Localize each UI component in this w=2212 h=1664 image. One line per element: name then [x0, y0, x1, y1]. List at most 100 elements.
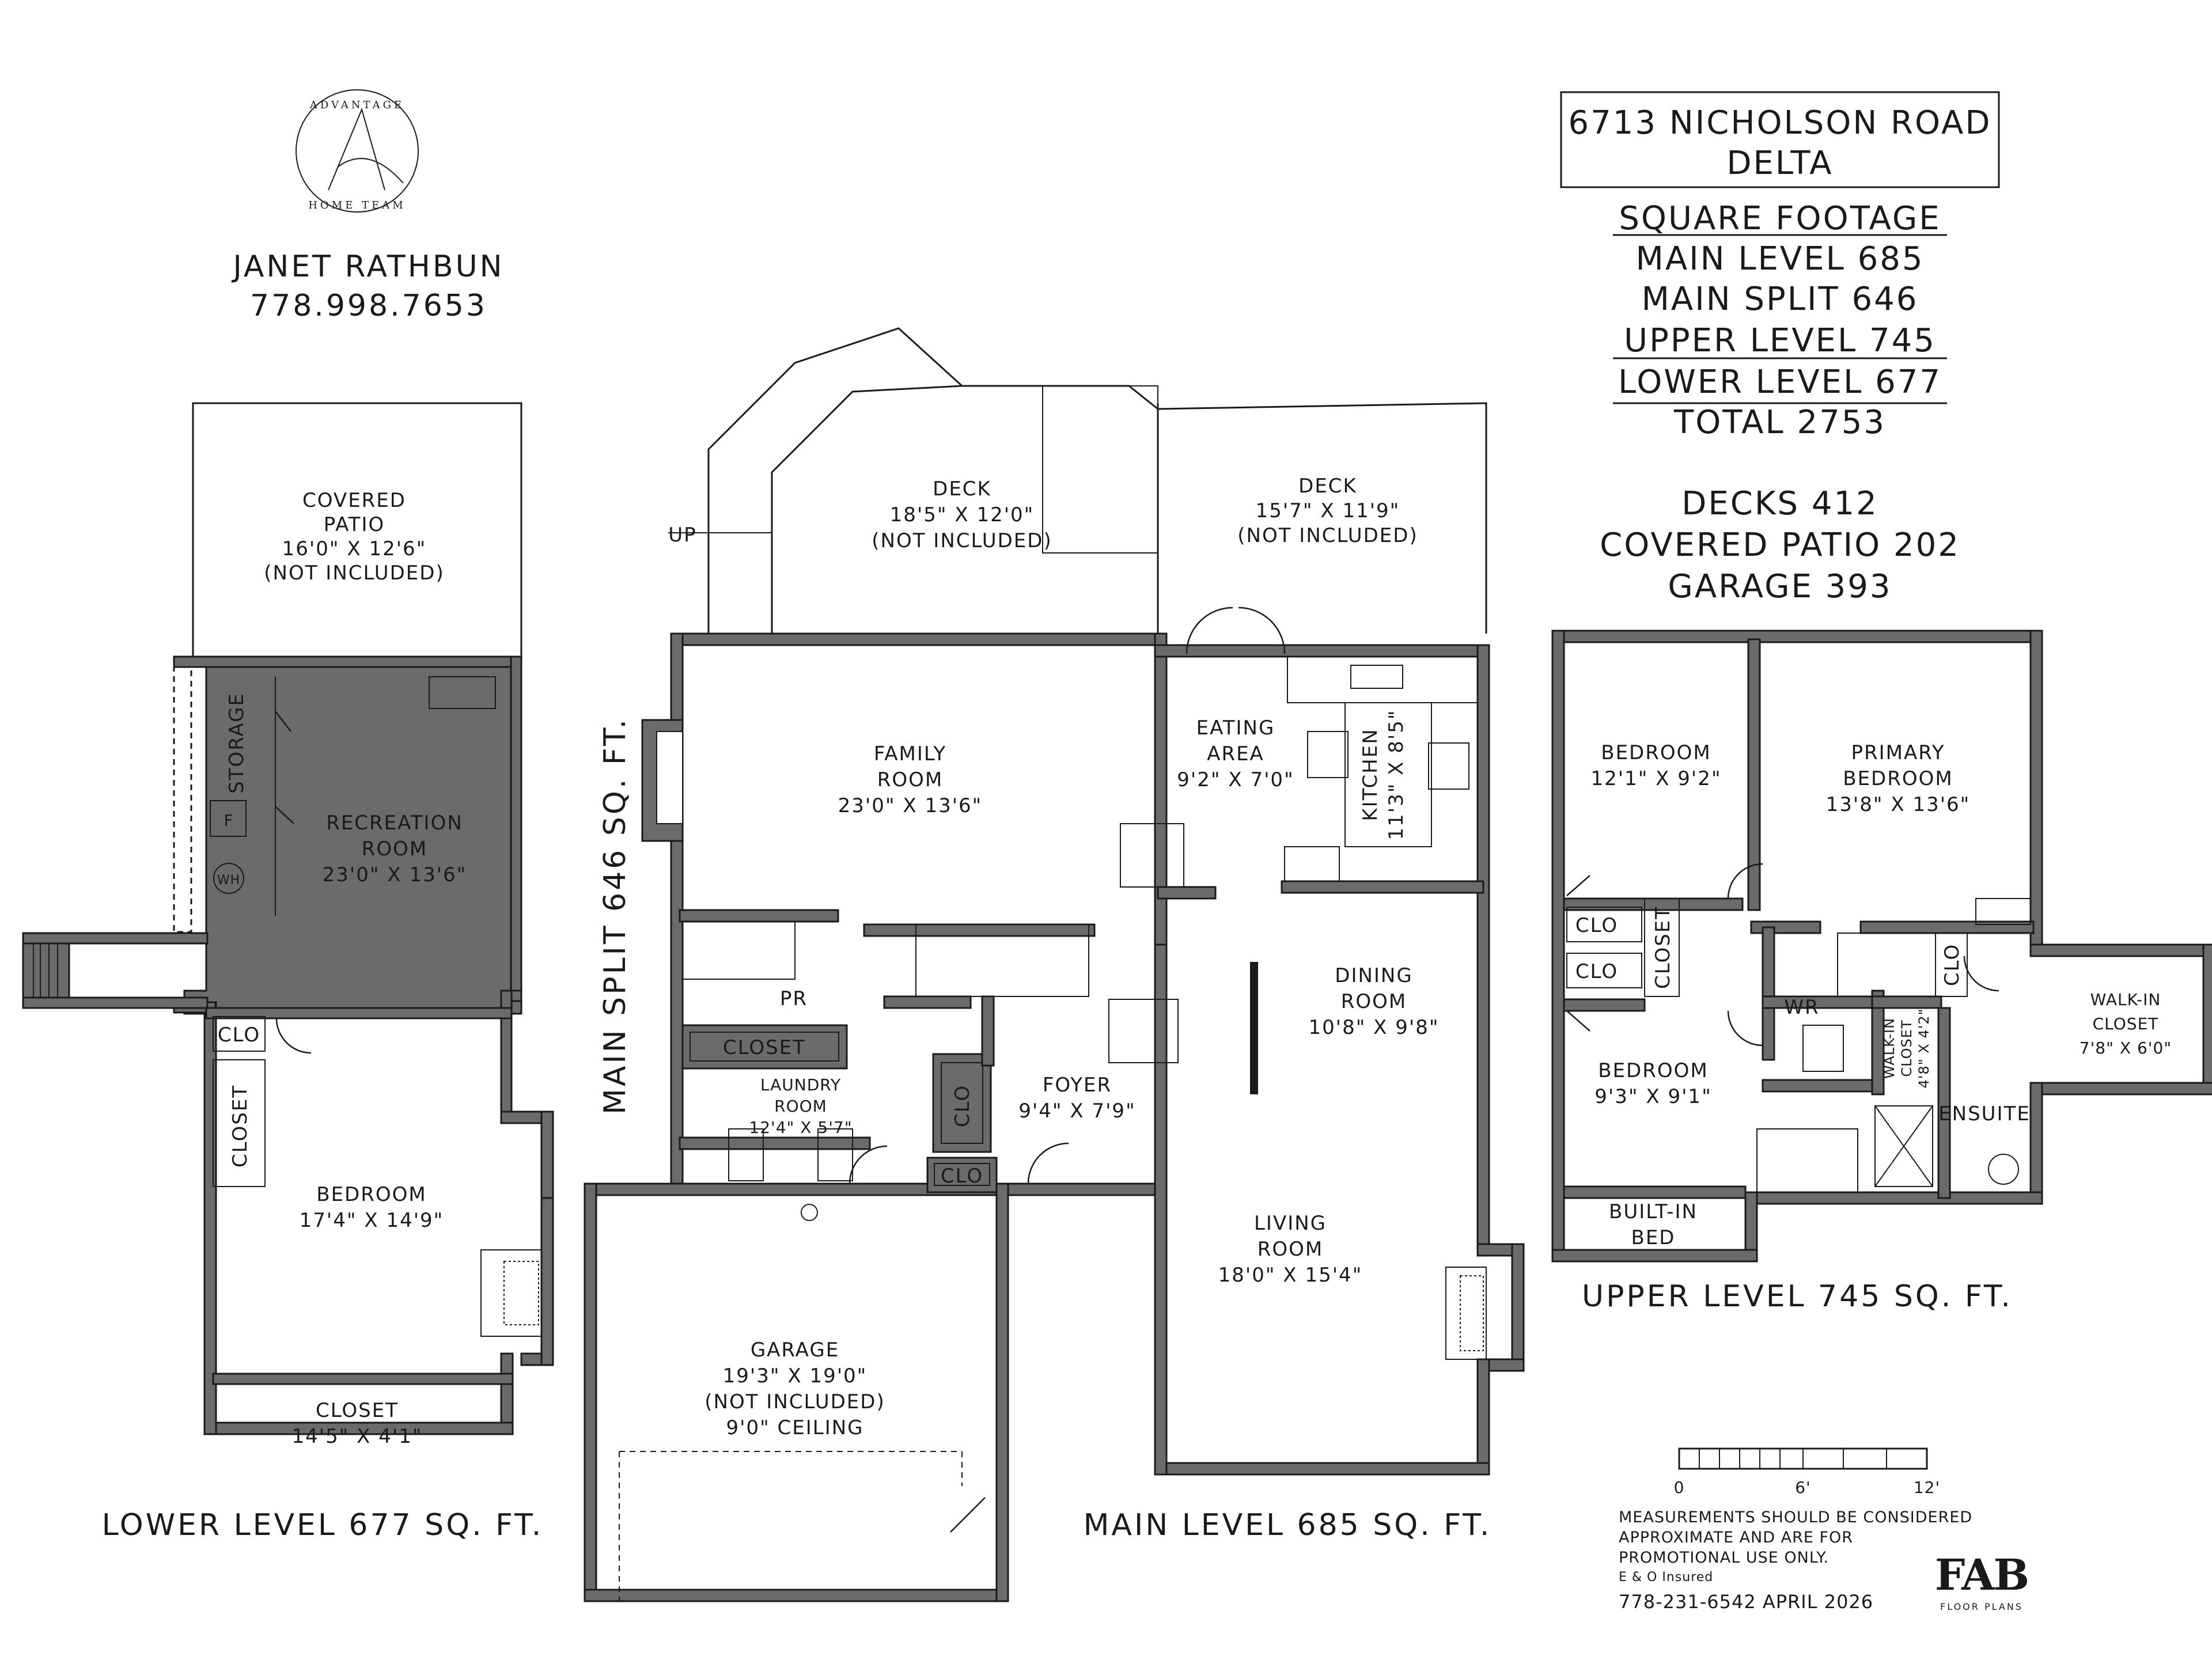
sqft-patio: COVERED PATIO 202: [1600, 526, 1960, 564]
lower-clo-label: CLO: [218, 1024, 260, 1047]
wr-label: WR: [1784, 996, 1819, 1019]
address-line1: 6713 NICHOLSON ROAD: [1569, 104, 1992, 142]
lower-patio-3: 16'0" X 12'6": [282, 537, 427, 560]
family-2: ROOM: [877, 768, 943, 791]
lower-bedroom-2: 17'4" X 14'9": [300, 1209, 444, 1232]
lower-patio-1: COVERED: [302, 489, 406, 512]
lower-patio-2: PATIO: [324, 513, 385, 536]
upper-bedroom1-1: BEDROOM: [1601, 741, 1711, 764]
deck-right-3: (NOT INCLUDED): [1237, 524, 1418, 547]
family-3: 23'0" X 13'6": [838, 794, 983, 817]
walkin-3: 7'8" X 6'0": [2080, 1038, 2172, 1057]
svg-text:FAB: FAB: [1935, 1551, 2028, 1600]
scale-0: 0: [1674, 1478, 1685, 1497]
scale-6: 6': [1795, 1478, 1811, 1497]
deck-left-1: DECK: [933, 477, 991, 501]
deck-left-3: (NOT INCLUDED): [872, 529, 1052, 552]
advantage-logo: ADVANTAGE HOME TEAM: [296, 89, 419, 213]
lower-closet-2: 14'5" X 4'1": [291, 1425, 422, 1448]
walkin-small-b: CLOSET: [1899, 1019, 1915, 1077]
laundry-3: 12'4" X 5'7": [749, 1118, 852, 1137]
eating-3: 9'2" X 7'0": [1177, 768, 1294, 791]
main-level-title: MAIN LEVEL 685 SQ. FT.: [1084, 1508, 1492, 1542]
foyer-clo-v-label: CLO: [951, 1085, 974, 1127]
foyer-1: FOYER: [1043, 1074, 1112, 1097]
walkin-small-c: 4'8" X 4'2": [1916, 1008, 1932, 1088]
upper-clo1-label: CLO: [1575, 914, 1618, 937]
garage-3: (NOT INCLUDED): [704, 1390, 885, 1413]
lower-level-plan: [22, 402, 554, 1435]
living-3: 18'0" X 15'4": [1218, 1264, 1363, 1287]
walkin-1: WALK-IN: [2090, 990, 2161, 1009]
agent-name: JANET RATHBUN: [231, 249, 504, 284]
scale-bar: [1678, 1447, 1928, 1470]
lower-bedroom-1: BEDROOM: [316, 1183, 426, 1206]
upper-bedroom1-2: 12'1" X 9'2": [1590, 767, 1721, 790]
family-1: FAMILY: [874, 742, 946, 765]
upper-bedroom2-2: 9'3" X 9'1": [1594, 1085, 1711, 1108]
builtin-2: BED: [1631, 1226, 1676, 1249]
split-closet-label: CLOSET: [723, 1036, 806, 1059]
eating-2: AREA: [1207, 742, 1264, 765]
disclaimer-1: MEASUREMENTS SHOULD BE CONSIDERED: [1619, 1508, 1972, 1526]
dining-1: DINING: [1335, 964, 1412, 987]
dining-2: ROOM: [1341, 990, 1407, 1013]
walkin-2: CLOSET: [2093, 1014, 2159, 1033]
deck-right-1: DECK: [1298, 475, 1357, 498]
upper-clo2-label: CLO: [1575, 960, 1618, 983]
eating-1: EATING: [1196, 717, 1275, 740]
walkin-small-a: WALK-IN: [1881, 1018, 1897, 1079]
sqft-garage: GARAGE 393: [1668, 568, 1892, 605]
scale-12: 12': [1914, 1478, 1940, 1497]
upper-closet-v-label: CLOSET: [1652, 906, 1675, 989]
lower-closet-v-label: CLOSET: [229, 1085, 252, 1168]
upper-level-plan: [1551, 630, 2212, 1263]
laundry-1: LAUNDRY: [760, 1075, 841, 1094]
sqft-split: MAIN SPLIT 646: [1642, 281, 1919, 318]
primary-1: PRIMARY: [1851, 741, 1945, 764]
kitchen-dim: 11'3" X 8'5": [1385, 709, 1408, 840]
primary-3: 13'8" X 13'6": [1826, 793, 1971, 816]
recreation-2: ROOM: [362, 837, 427, 861]
address-line2: DELTA: [1726, 145, 1833, 182]
furnace-label: F: [224, 811, 233, 830]
sqft-heading: SQUARE FOOTAGE: [1619, 200, 1941, 237]
main-level-plan: [584, 327, 1525, 1602]
foyer-2: 9'4" X 7'9": [1018, 1100, 1135, 1123]
svg-text:ADVANTAGE: ADVANTAGE: [309, 99, 404, 111]
recreation-3: 23'0" X 13'6": [323, 863, 467, 886]
wh-label: WH: [217, 873, 240, 888]
contact-line: 778-231-6542 APRIL 2026: [1619, 1591, 1873, 1613]
garage-4: 9'0" CEILING: [726, 1416, 863, 1439]
garage-2: 19'3" X 19'0": [723, 1364, 868, 1388]
sqft-total: TOTAL 2753: [1673, 404, 1886, 441]
sqft-main: MAIN LEVEL 685: [1636, 240, 1925, 278]
lower-closet-1: CLOSET: [316, 1399, 399, 1422]
up-label: UP: [668, 524, 696, 547]
laundry-2: ROOM: [774, 1097, 827, 1116]
upper-clo3-label: CLO: [1941, 943, 1964, 986]
upper-level-title: UPPER LEVEL 745 SQ. FT.: [1582, 1279, 2013, 1314]
svg-text:HOME TEAM: HOME TEAM: [308, 199, 406, 211]
recreation-1: RECREATION: [326, 812, 463, 835]
living-1: LIVING: [1254, 1212, 1327, 1235]
deck-left-2: 18'5" X 12'0": [890, 503, 1035, 526]
disclaimer-2: APPROXIMATE AND ARE FOR: [1619, 1529, 1853, 1547]
deck-right-2: 15'7" X 11'9": [1256, 499, 1400, 522]
fab-logo: FAB FLOOR PLANS: [1935, 1551, 2029, 1612]
lower-level-title: LOWER LEVEL 677 SQ. FT.: [102, 1508, 544, 1542]
primary-2: BEDROOM: [1843, 767, 1953, 790]
living-2: ROOM: [1257, 1238, 1323, 1261]
builtin-1: BUILT-IN: [1609, 1200, 1698, 1223]
disclaimer-3: PROMOTIONAL USE ONLY.: [1619, 1549, 1829, 1567]
lower-patio-4: (NOT INCLUDED): [264, 562, 444, 585]
upper-bedroom2-1: BEDROOM: [1598, 1059, 1708, 1082]
foyer-clo-label: CLO: [941, 1165, 983, 1188]
dining-3: 10'8" X 9'8": [1308, 1016, 1439, 1039]
sqft-lower: LOWER LEVEL 677: [1618, 363, 1942, 401]
garage-1: GARAGE: [751, 1339, 839, 1362]
agent-phone: 778.998.7653: [250, 289, 487, 323]
svg-text:FLOOR PLANS: FLOOR PLANS: [1940, 1601, 2023, 1612]
ensuite-label: ENSUITE: [1938, 1102, 2031, 1125]
